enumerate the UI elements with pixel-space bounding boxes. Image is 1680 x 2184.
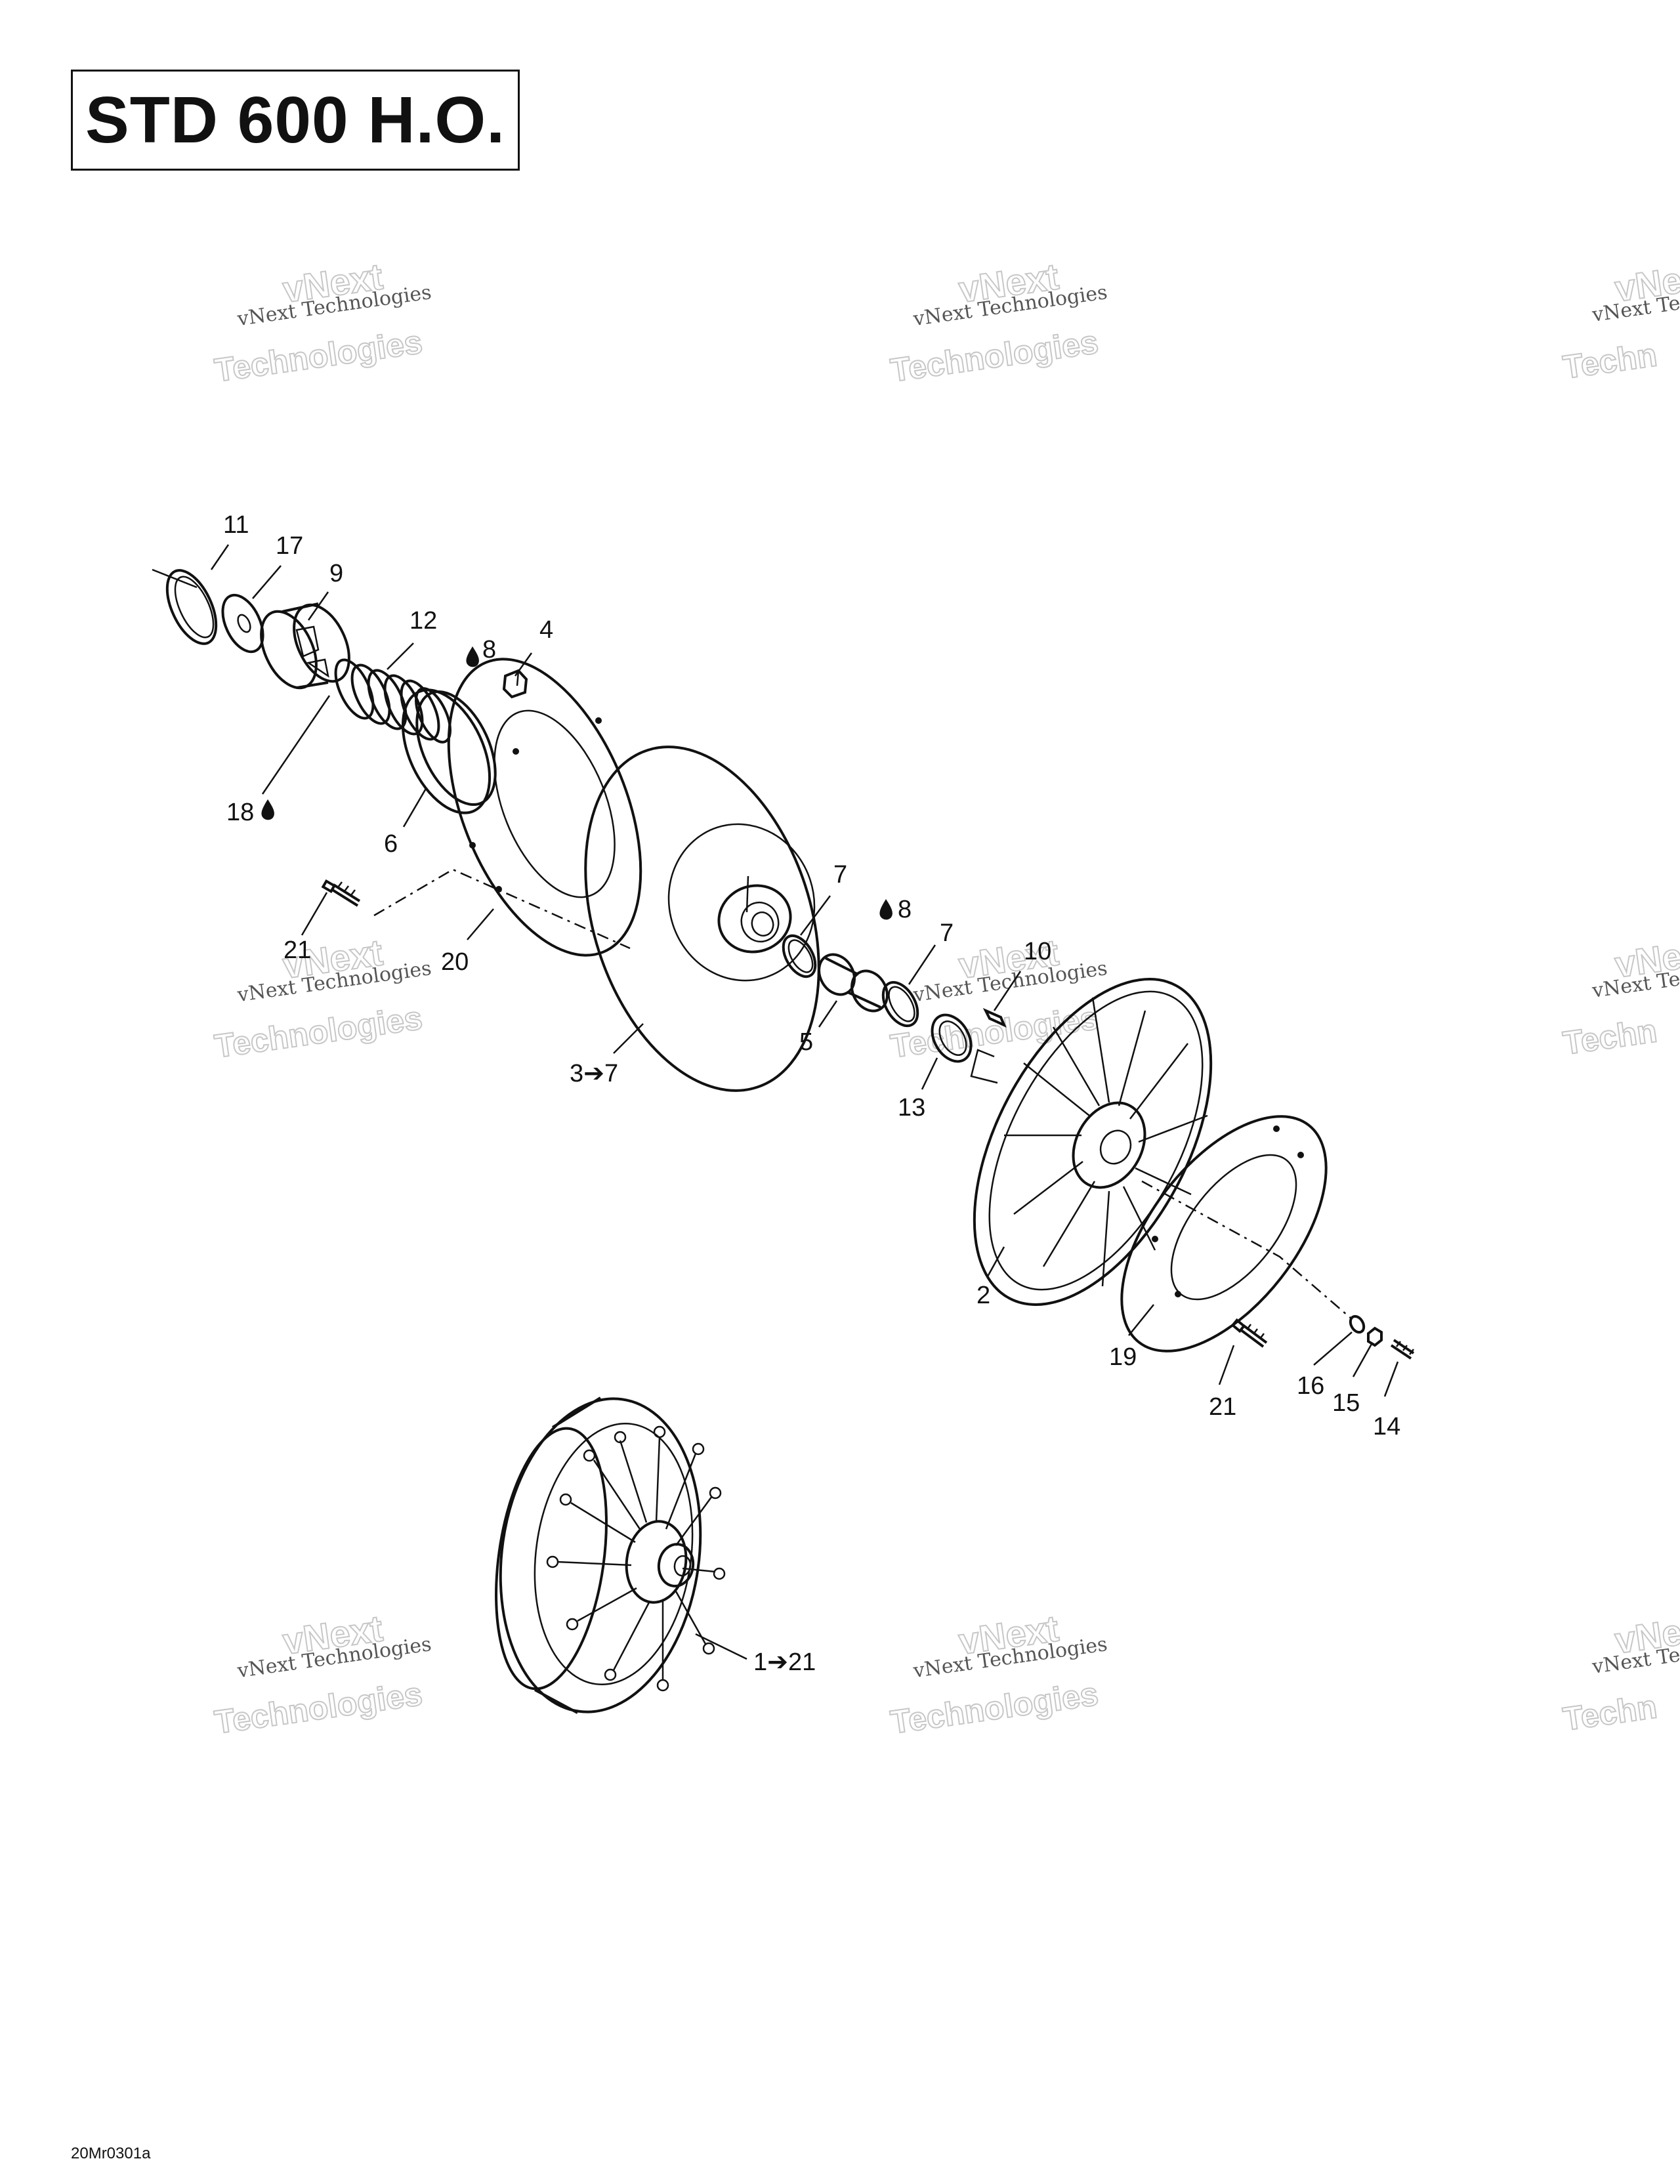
drawing-code: 20Mr0301a: [71, 2145, 151, 2162]
watermark-low-center: vNext Technologies vNext Technologies: [888, 1606, 1109, 1741]
part-6-ring: [401, 688, 497, 814]
callout-12: 12: [410, 607, 437, 635]
callout-7b: 7: [940, 919, 954, 947]
callout-17: 17: [276, 532, 303, 560]
part-13-washer: [931, 1013, 973, 1063]
callout-5: 5: [799, 1028, 813, 1056]
callout-10: 10: [1024, 938, 1051, 965]
watermark-top-right: vNe Techn vNext Te: [1560, 259, 1680, 387]
callout-8-lube-b: 8: [879, 896, 912, 923]
watermark-text: vNe: [1612, 1611, 1680, 1662]
watermark-mid-center: vNext Technologies vNext Technologies: [888, 931, 1109, 1065]
part-3-sheave: [584, 746, 820, 1092]
part-5-bushing: [818, 953, 889, 1013]
callout-14: 14: [1373, 1413, 1400, 1440]
callout-8a: 8: [482, 636, 496, 663]
callout-11: 11: [223, 511, 249, 539]
assembly-line: [1141, 1180, 1353, 1320]
callout-2: 2: [976, 1282, 990, 1309]
oil-drop-icon: [879, 899, 892, 920]
watermark-text: Technologies: [213, 1675, 425, 1741]
callout-9: 9: [329, 560, 343, 587]
assembly-line: [373, 868, 631, 950]
watermark-mid-left: vNext Technologies vNext Technologies: [212, 931, 433, 1065]
part-7-o-ring-b: [881, 980, 919, 1028]
callout-7a: 7: [833, 861, 847, 889]
part-14-screw: [1390, 1339, 1415, 1360]
axis-line: [152, 568, 198, 589]
watermark-text: Technologies: [213, 324, 425, 389]
oil-drop-icon: [466, 646, 479, 667]
part-2-fixed-sheave: [970, 978, 1213, 1306]
watermark-text: Techn: [1561, 1688, 1659, 1737]
part-16-washer: [1349, 1314, 1366, 1334]
watermark-text: Technologies: [889, 1675, 1101, 1741]
watermark-text: Techn: [1561, 1012, 1659, 1061]
part-10-key: [982, 1007, 1007, 1028]
part-19-plate: [1120, 1115, 1328, 1353]
watermark-text: Techn: [1561, 336, 1659, 385]
part-9-cam: [260, 602, 350, 690]
callout-1-21: 1➔21: [753, 1648, 816, 1676]
callout-19: 19: [1109, 1343, 1137, 1371]
leader-lines: [210, 544, 1399, 1660]
part-15-nut: [1367, 1326, 1383, 1347]
part-21-screw-left: [321, 879, 361, 907]
callout-18-lube: 18: [226, 799, 274, 826]
part-1-assembled-pulley: [495, 1396, 726, 1714]
callout-13: 13: [898, 1094, 925, 1122]
title-box: STD 600 H.O.: [71, 70, 520, 171]
callout-15: 15: [1332, 1389, 1360, 1417]
callout-4: 4: [539, 616, 553, 644]
part-21-screw-right: [1230, 1318, 1268, 1348]
watermark-text: Technologies: [213, 999, 425, 1065]
callout-21b: 21: [1209, 1393, 1236, 1421]
watermark-text: Technologies: [889, 324, 1101, 389]
callout-8b: 8: [898, 896, 912, 923]
callout-6: 6: [384, 830, 398, 858]
watermark-top-left: vNext Technologies vNext Technologies: [212, 255, 433, 389]
callout-3-7: 3➔7: [570, 1060, 618, 1087]
watermark-text: vNe: [1612, 935, 1680, 986]
callout-20: 20: [441, 948, 469, 976]
oil-drop-icon: [261, 799, 274, 820]
part-11-retaining-ring: [165, 569, 218, 645]
watermark-top-center: vNext Technologies vNext Technologies: [888, 255, 1109, 389]
page-title: STD 600 H.O.: [85, 83, 505, 157]
callout-18: 18: [226, 799, 254, 826]
part-20-plate: [447, 658, 642, 957]
watermark-mid-right: vNe Techn vNext Te: [1560, 934, 1680, 1062]
watermark-text: vNe: [1612, 259, 1680, 310]
watermark-low-left: vNext Technologies vNext Technologies: [212, 1606, 433, 1741]
part-7-o-ring-a: [782, 934, 817, 978]
part-17-washer: [221, 593, 264, 654]
watermark-low-right: vNe Techn vNext Te: [1560, 1610, 1680, 1738]
callout-16: 16: [1297, 1372, 1324, 1400]
callout-21a: 21: [284, 936, 311, 964]
callout-8-lube-a: 8: [466, 636, 496, 667]
